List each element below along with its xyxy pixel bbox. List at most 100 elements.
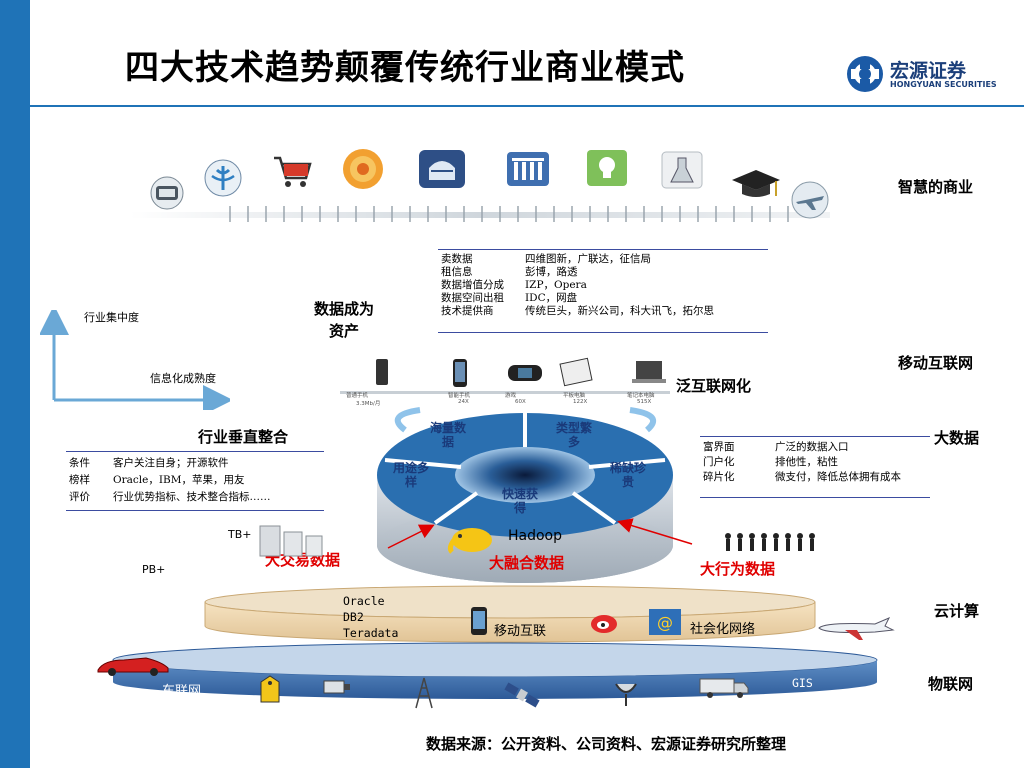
label-big-data: 大数据 xyxy=(934,429,980,447)
pan-internet-label: 泛互联网化 xyxy=(676,377,752,395)
table-row: 数据空间出租 IDC，网盘 xyxy=(441,292,714,305)
airplane-icon xyxy=(818,617,895,640)
medical-icon xyxy=(204,159,242,197)
industry-icon-strip xyxy=(130,206,830,222)
wheel-seg-scarce: 稀缺珍 贵 xyxy=(610,461,647,489)
pb-scale-label: PB+ xyxy=(142,563,166,576)
title-divider xyxy=(30,105,1024,107)
axis-chart xyxy=(40,310,230,410)
email-icon: @ xyxy=(649,609,681,635)
big-data-wheel xyxy=(377,407,673,583)
table-row: 数据增值分成 IZP，Opera xyxy=(441,279,714,292)
company-logo-icon xyxy=(847,56,883,92)
left-table-rule-top xyxy=(66,451,324,452)
table-key: 卖数据 xyxy=(441,253,473,265)
tv-icon xyxy=(150,176,184,210)
label-cloud: 云计算 xyxy=(934,602,980,620)
big-fusion-data-label: 大融合数据 xyxy=(489,554,565,572)
table-row: 富界面广泛的数据入口 xyxy=(703,440,901,455)
table-key: 门户化 xyxy=(703,456,735,468)
table-value: 传统巨头，新兴公司，科大讯飞，拓尔思 xyxy=(525,305,714,317)
table-value: 行业优势指标、技术整合指标…… xyxy=(113,491,271,503)
data-asset-label: 数据成为 资产 xyxy=(314,300,375,340)
logo-name: 宏源证券 xyxy=(890,60,967,82)
device-multiplier: 515X xyxy=(637,399,652,405)
table-value: 微支付，降低总体拥有成本 xyxy=(775,471,901,483)
tb-scale-label: TB+ xyxy=(228,528,252,541)
iot-ring xyxy=(112,642,878,699)
device-multiplier: 3.3Mb/月 xyxy=(356,401,381,407)
tag-icon xyxy=(260,675,280,703)
bank-icon xyxy=(507,152,549,186)
table-value: 排他性，粘性 xyxy=(775,456,838,468)
cloud-mobile-label: 移动互联 xyxy=(494,624,547,639)
label-iot: 物联网 xyxy=(928,675,974,693)
device-name: 智能手机 xyxy=(448,393,471,399)
table-key: 碎片化 xyxy=(703,471,735,483)
label-mobile-internet: 移动互联网 xyxy=(898,354,974,372)
graduation-icon xyxy=(732,170,780,197)
top-table-rule-bottom xyxy=(438,332,768,333)
axis-y-label: 行业集中度 xyxy=(84,311,139,324)
table-value: IZP，Opera xyxy=(525,279,587,291)
energy-icon xyxy=(343,149,383,189)
bulb-icon xyxy=(587,150,627,186)
gis-label: GIS xyxy=(792,676,813,690)
wheel-seg-variety: 类型繁 多 xyxy=(556,421,593,449)
left-table-rule-bottom xyxy=(66,510,324,511)
device-multiplier: 60X xyxy=(515,399,526,405)
smartphone-icon xyxy=(471,607,487,635)
vertical-integration-label: 行业垂直整合 xyxy=(198,428,289,446)
tower-icon xyxy=(415,677,433,709)
table-row: 评价 行业优势指标、技术整合指标…… xyxy=(69,489,271,506)
red-arrows xyxy=(387,518,693,549)
table-row: 技术提供商 传统巨头，新兴公司，科大讯飞，拓尔思 xyxy=(441,305,714,318)
radar-dish-icon xyxy=(615,683,637,706)
table-value: 广泛的数据入口 xyxy=(775,441,849,453)
device-name: 平板电脑 xyxy=(563,393,586,399)
device-strip xyxy=(340,357,670,394)
device-name: 笔记本电脑 xyxy=(627,393,655,399)
table-key: 租信息 xyxy=(441,266,473,278)
axis-x-label: 信息化成熟度 xyxy=(150,372,216,385)
big-data-feature-table: 富界面广泛的数据入口门户化 排他性，粘性碎片化 微支付，降低总体拥有成本 xyxy=(703,440,901,485)
device-name: 普通手机 xyxy=(346,393,369,399)
device-name: 游戏 xyxy=(505,393,517,399)
table-row: 碎片化 微支付，降低总体拥有成本 xyxy=(703,470,901,485)
crowd-icon xyxy=(725,533,815,551)
server-icon xyxy=(259,525,323,557)
svg-text:@: @ xyxy=(657,613,673,632)
label-smart-business: 智慧的商业 xyxy=(898,178,974,196)
plane-icon xyxy=(791,181,829,219)
page-title: 四大技术趋势颠覆传统行业商业模式 xyxy=(125,48,685,88)
table-value: Oracle，IBM，苹果，用友 xyxy=(113,474,245,486)
hadoop-label: Hadoop xyxy=(508,528,563,544)
device-multiplier: 122X xyxy=(573,399,588,405)
satellite-icon xyxy=(504,682,540,708)
table-row: 租信息 彭博，路透 xyxy=(441,266,714,279)
top-table-rule-top xyxy=(438,249,768,250)
right-table-rule-bottom xyxy=(700,497,930,498)
database-list: Oracle DB2 Teradata xyxy=(343,594,399,640)
table-key: 榜样 xyxy=(69,474,90,486)
table-key: 技术提供商 xyxy=(441,305,494,317)
table-key: 数据空间出租 xyxy=(441,292,504,304)
device-multiplier: 24X xyxy=(458,399,469,405)
table-value: 四维图新，广联达，征信局 xyxy=(525,253,651,265)
logo-name-en: HONGYUAN SECURITIES xyxy=(890,80,997,89)
big-behavior-data-label: 大行为数据 xyxy=(700,560,776,578)
table-row: 榜样 Oracle，IBM，苹果，用友 xyxy=(69,472,271,489)
car-net-label: 车联网 xyxy=(162,684,202,699)
hadoop-elephant-icon xyxy=(447,528,492,554)
table-value: IDC，网盘 xyxy=(525,292,578,304)
cart-icon xyxy=(274,156,312,187)
table-key: 数据增值分成 xyxy=(441,279,504,291)
left-accent-bar xyxy=(0,0,30,768)
table-value: 彭博，路透 xyxy=(525,266,578,278)
right-table-rule-top xyxy=(700,436,930,437)
truck-icon xyxy=(699,678,749,698)
table-key: 评价 xyxy=(69,491,90,503)
lab-icon xyxy=(661,151,703,189)
